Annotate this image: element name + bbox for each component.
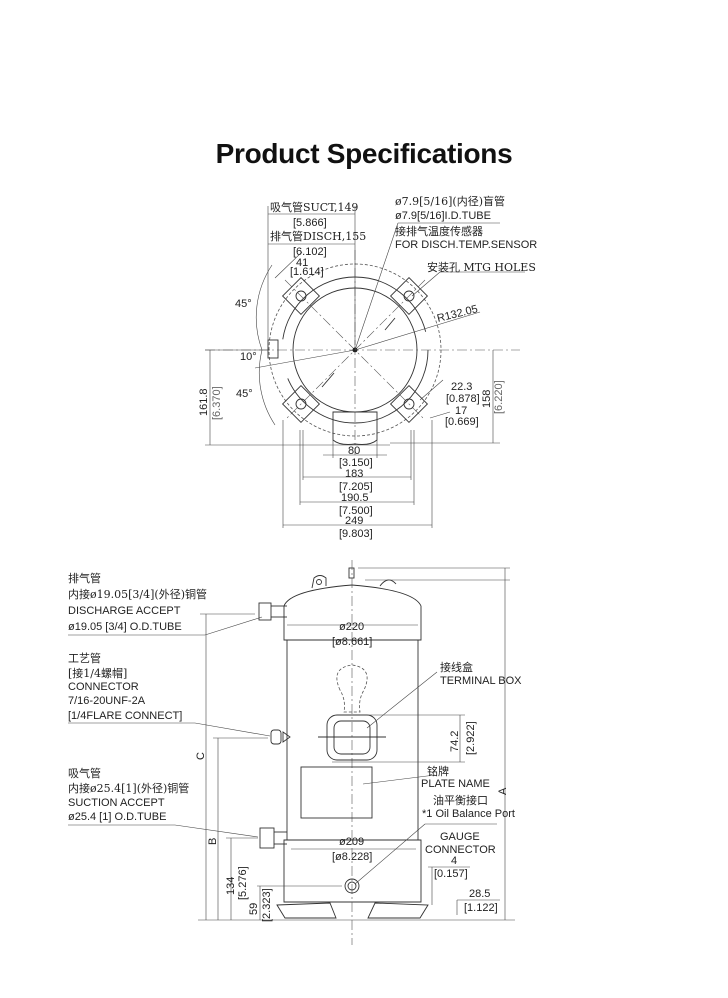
disch-cn: 排气管 — [68, 571, 101, 585]
foot-right — [367, 902, 429, 919]
terminal-box — [326, 714, 378, 761]
suction-fitting — [259, 827, 275, 849]
right-height: 158 — [481, 390, 493, 408]
width-190: 190.5 — [341, 492, 369, 504]
suction-en: SUCTION ACCEPT — [68, 797, 165, 809]
connector-cn: 工艺管 — [68, 651, 101, 665]
disch-in: [6.102] — [293, 246, 327, 258]
disch-tube: ø19.05 [3/4] O.D.TUBE — [68, 621, 182, 633]
h134: 134 — [225, 877, 237, 895]
mounting-foot — [389, 384, 429, 424]
name-plate — [300, 766, 373, 819]
oil-balance-port — [344, 878, 360, 894]
connector-cn2: [接1/4螺帽] — [68, 667, 127, 680]
width-249: 249 — [345, 515, 363, 527]
side-view: 排气管 内接ø19.05[3/4](外径)铜管 DISCHARGE ACCEPT… — [68, 560, 522, 945]
dim-28-5-in: [1.122] — [464, 902, 498, 914]
discharge-fitting — [267, 339, 279, 359]
gauge-4-in: [0.157] — [434, 868, 468, 880]
sensor-cn: 接排气温度传感器 — [395, 224, 483, 238]
radius-label: R132.05 — [436, 303, 479, 325]
tube-en: ø7.9[5/16]I.D.TUBE — [395, 210, 491, 222]
dim-17-in: [0.669] — [445, 416, 479, 428]
angle-mid: 10° — [240, 351, 257, 363]
suct-label: 吸气管SUCT,149 — [270, 200, 358, 214]
mounting-foot — [389, 276, 429, 316]
suction-tube: ø25.4 [1] O.D.TUBE — [68, 811, 166, 823]
width-183: 183 — [345, 468, 363, 480]
terminal-box-outline — [332, 411, 378, 445]
sensor-en: FOR DISCH.TEMP.SENSOR — [395, 239, 537, 251]
gauge-2: CONNECTOR — [425, 844, 496, 856]
width-190-in: [7.500] — [339, 505, 373, 517]
disch-cn2: 内接ø19.05[3/4](外径)铜管 — [68, 587, 207, 601]
dim-c: C — [195, 752, 207, 760]
width-249-in: [9.803] — [339, 528, 373, 540]
disch-label: 排气管DISCH,155 — [270, 229, 366, 243]
top-view: 吸气管SUCT,149 [5.866] 排气管DISCH,155 [6.102]… — [198, 194, 537, 540]
dia-top: ø220 — [339, 621, 364, 633]
foot-width: 41 — [296, 257, 308, 269]
process-connector — [270, 729, 282, 745]
disch-en: DISCHARGE ACCEPT — [68, 605, 181, 617]
angle-bot: 45° — [236, 388, 253, 400]
h134-in: [5.276] — [237, 866, 249, 900]
page-title: Product Specifications — [215, 138, 513, 169]
dim-17: 17 — [455, 405, 467, 417]
left-height-in: [6.370] — [211, 386, 223, 420]
angle-top: 45° — [235, 298, 252, 310]
tb-height-in: [2.922] — [465, 721, 477, 755]
dim-b: B — [207, 838, 219, 845]
gauge-4: 4 — [451, 855, 457, 867]
suction-cn: 吸气管 — [68, 766, 101, 780]
left-height: 161.8 — [198, 388, 210, 416]
width-80: 80 — [348, 445, 360, 457]
mounting-foot — [281, 384, 321, 424]
tb-height: 74.2 — [449, 731, 461, 752]
dim-a: A — [497, 787, 509, 795]
gauge-1: GAUGE — [440, 831, 480, 843]
mtg-holes-label: 安装孔 MTG HOLES — [427, 260, 536, 274]
h59: 59 — [248, 903, 260, 915]
plate-cn: 铭牌 — [427, 764, 449, 778]
tube-cn: ø7.9[5/16](内径)盲管 — [395, 194, 505, 208]
connector-flare: [1/4FLARE CONNECT] — [68, 710, 182, 722]
connector-en: CONNECTOR — [68, 681, 139, 693]
width-80-in: [3.150] — [339, 457, 373, 469]
suction-cn2: 内接ø25.4[1](外径)铜管 — [68, 781, 189, 795]
mounting-foot — [281, 276, 321, 316]
discharge-fitting — [258, 602, 272, 621]
terminal-cn: 接线盒 — [440, 660, 473, 674]
foot-width-in: [1.614] — [290, 266, 324, 278]
right-height-in: [6.220] — [493, 380, 505, 414]
suct-in: [5.866] — [293, 217, 327, 229]
width-183-in: [7.205] — [339, 481, 373, 493]
dia-bot: ø209 — [339, 836, 364, 848]
oil-cn: 油平衡接口 — [433, 793, 488, 807]
connector-thread: 7/16-20UNF-2A — [68, 695, 146, 707]
dia-top-in: [ø8.661] — [332, 636, 372, 648]
dim-22-3: 22.3 — [451, 381, 472, 393]
oil-en: *1 Oil Balance Port — [422, 808, 515, 820]
terminal-en: TERMINAL BOX — [440, 675, 522, 687]
base — [283, 839, 422, 903]
h59-in: [2.323] — [261, 888, 273, 922]
plate-en: PLATE NAME — [421, 778, 490, 790]
dim-28-5: 28.5 — [469, 888, 490, 900]
dim-22-3-in: [0.878] — [446, 393, 480, 405]
foot-left — [276, 902, 337, 919]
dia-bot-in: [ø8.228] — [332, 851, 372, 863]
